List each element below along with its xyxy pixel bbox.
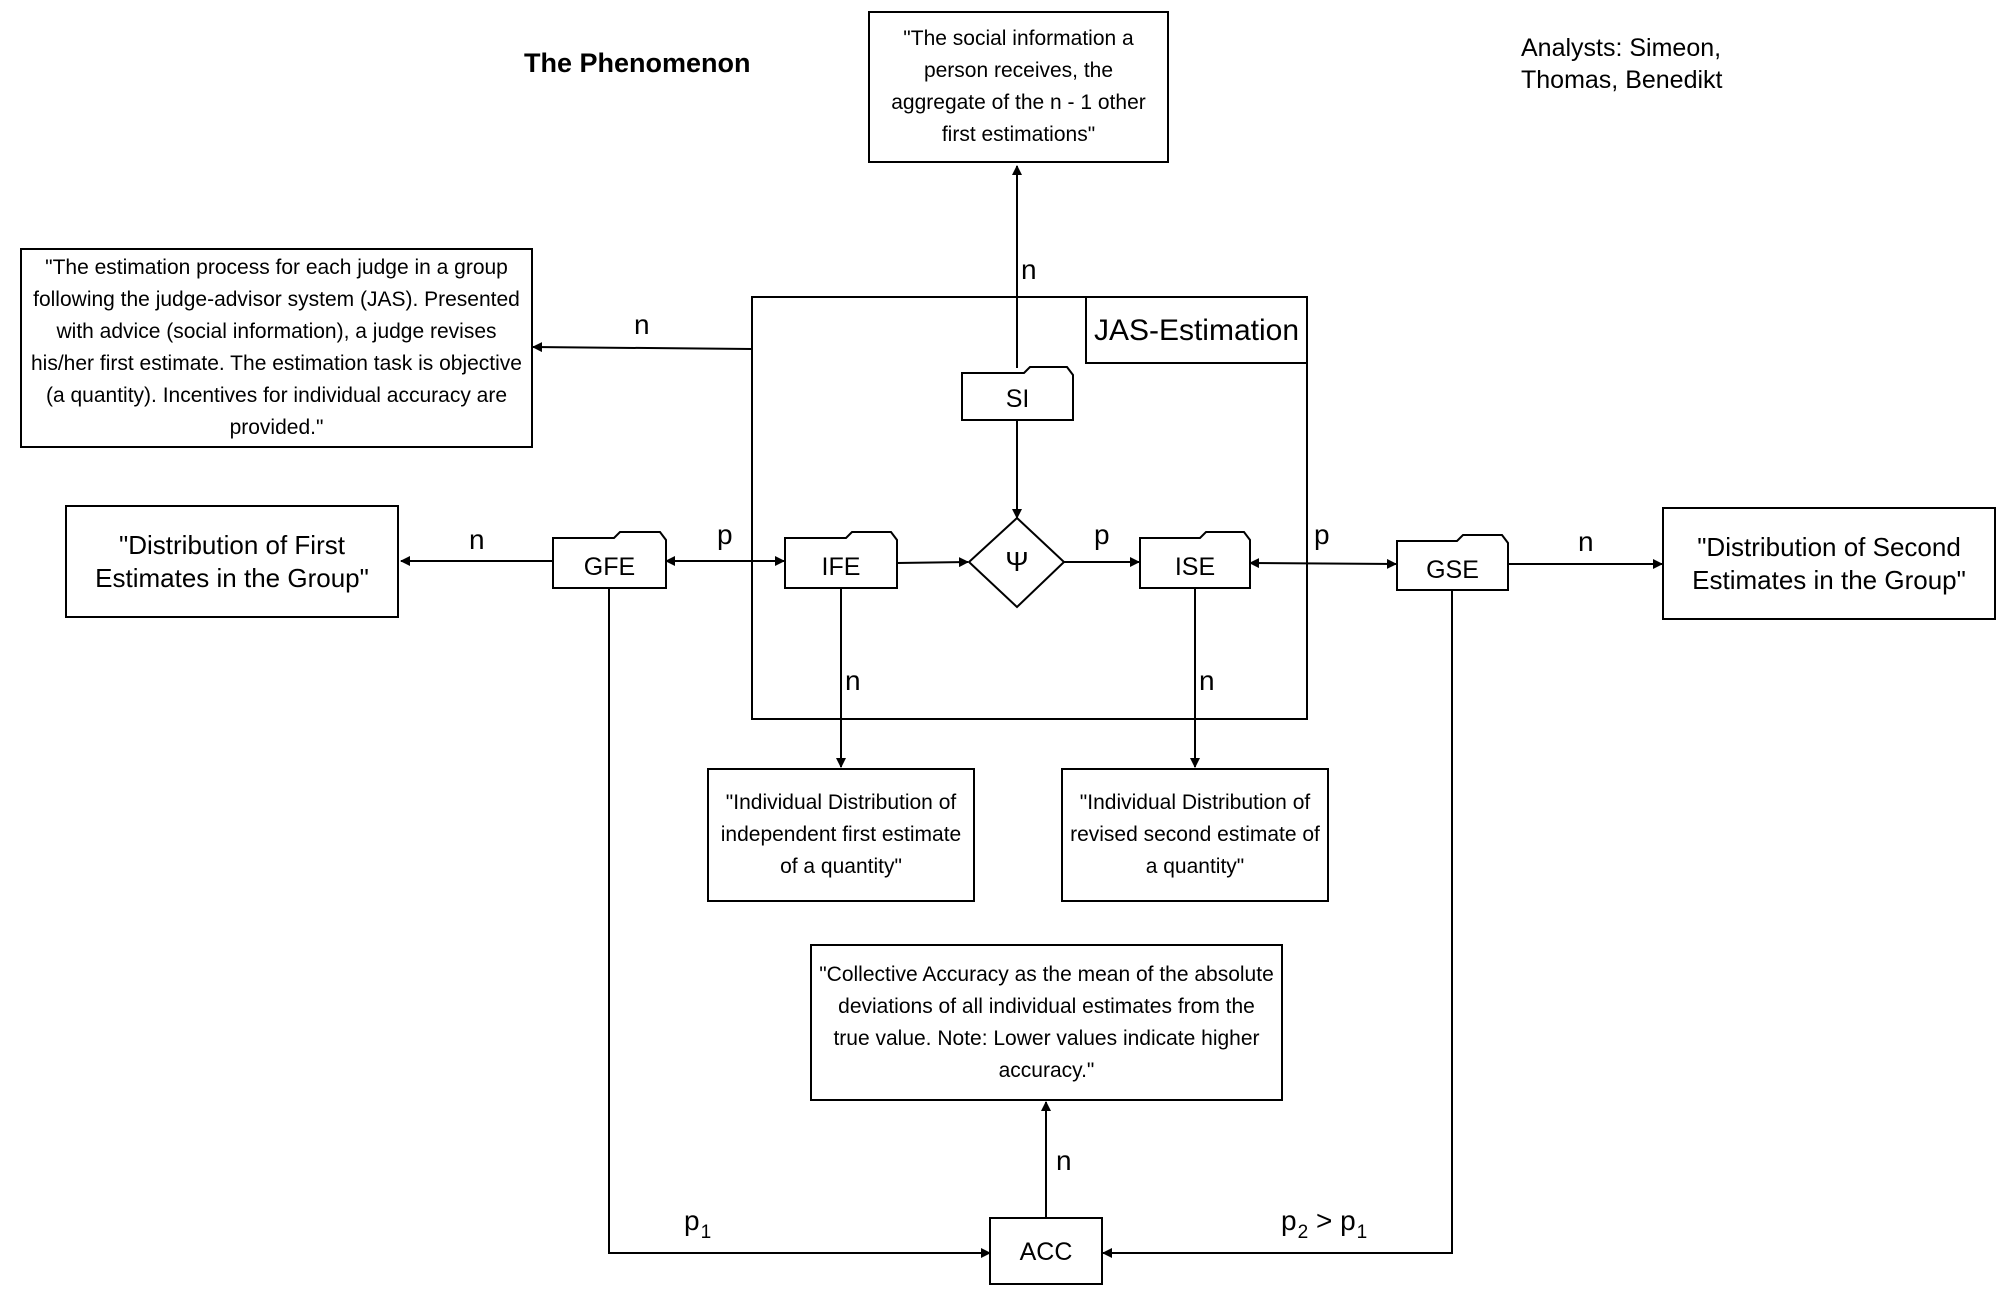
gse-shape <box>1396 534 1509 591</box>
note-dist-second: "Distribution of Second Estimates in the… <box>1662 507 1996 620</box>
ise-label: ISE <box>1174 553 1216 581</box>
label-n-ife: n <box>845 665 861 696</box>
gfe-shape <box>552 531 667 589</box>
label-p2-base: p <box>1281 1205 1297 1236</box>
label-p-ise-gse: p <box>1314 519 1330 550</box>
page-title: The Phenomenon <box>524 48 751 78</box>
ife-label: IFE <box>821 553 861 581</box>
label-p1: p1 <box>684 1205 712 1244</box>
note-dist-first-text: "Distribution of First Estimates in the … <box>95 529 369 593</box>
psi-diamond <box>967 516 1066 609</box>
psi-label: Ψ <box>1005 546 1029 577</box>
edge-gfe-acc <box>608 588 991 1258</box>
note-ind-second: "Individual Distribution of revised seco… <box>1061 768 1329 902</box>
si-label: SI <box>1005 385 1030 413</box>
label-p1b-sub: 1 <box>1356 1222 1368 1243</box>
jas-boundary-label: JAS-Estimation <box>1093 314 1300 347</box>
note-dist-first: "Distribution of First Estimates in the … <box>65 505 399 618</box>
note-ind-first-text: "Individual Distribution of independent … <box>720 791 962 878</box>
note-dist-second-text: "Distribution of Second Estimates in the… <box>1692 531 1966 595</box>
edge-jas-process-note <box>532 342 753 353</box>
label-p-psi-ise: p <box>1094 519 1110 550</box>
analysts-text: Analysts: Simeon, Thomas, Benedikt <box>1521 34 1723 94</box>
label-n-gfe: n <box>469 524 485 555</box>
acc-shape <box>989 1217 1103 1285</box>
note-social-info-text: "The social information a person receive… <box>891 27 1146 146</box>
label-p1-sub: 1 <box>700 1222 712 1243</box>
edge-ise-gse <box>1249 558 1397 569</box>
note-ind-first: "Individual Distribution of independent … <box>707 768 975 902</box>
ise-shape <box>1139 531 1251 589</box>
note-ind-second-text: "Individual Distribution of revised seco… <box>1070 791 1320 878</box>
label-n-acc: n <box>1056 1145 1072 1176</box>
label-p1b-base: p <box>1340 1205 1356 1236</box>
label-n-ise: n <box>1199 665 1215 696</box>
label-n-gse: n <box>1578 526 1594 557</box>
edge-gse-acc <box>1102 590 1453 1258</box>
note-social-info: "The social information a person receive… <box>868 11 1169 163</box>
note-jas-process-text: "The estimation process for each judge i… <box>31 256 522 439</box>
label-p2-sub: 2 <box>1297 1222 1309 1243</box>
gfe-label: GFE <box>583 553 636 581</box>
note-collective-acc: "Collective Accuracy as the mean of the … <box>810 944 1283 1101</box>
label-p-gfe-ife: p <box>717 519 733 550</box>
label-n-si: n <box>1021 254 1037 285</box>
jas-boundary <box>751 296 1308 720</box>
acc-label: ACC <box>1019 1238 1073 1266</box>
label-p1-base: p <box>684 1205 700 1236</box>
note-jas-process: "The estimation process for each judge i… <box>20 248 533 448</box>
edge-ife-psi <box>896 557 969 568</box>
label-gt-operator: > <box>1308 1205 1341 1236</box>
gse-label: GSE <box>1426 556 1479 584</box>
ife-shape <box>784 531 898 589</box>
si-shape <box>961 366 1074 421</box>
note-collective-acc-text: "Collective Accuracy as the mean of the … <box>819 962 1274 1082</box>
label-p2-gt-p1: p2 > p1 <box>1281 1205 1368 1244</box>
label-n-jas: n <box>634 309 650 340</box>
jas-boundary-label-box <box>1085 296 1308 364</box>
